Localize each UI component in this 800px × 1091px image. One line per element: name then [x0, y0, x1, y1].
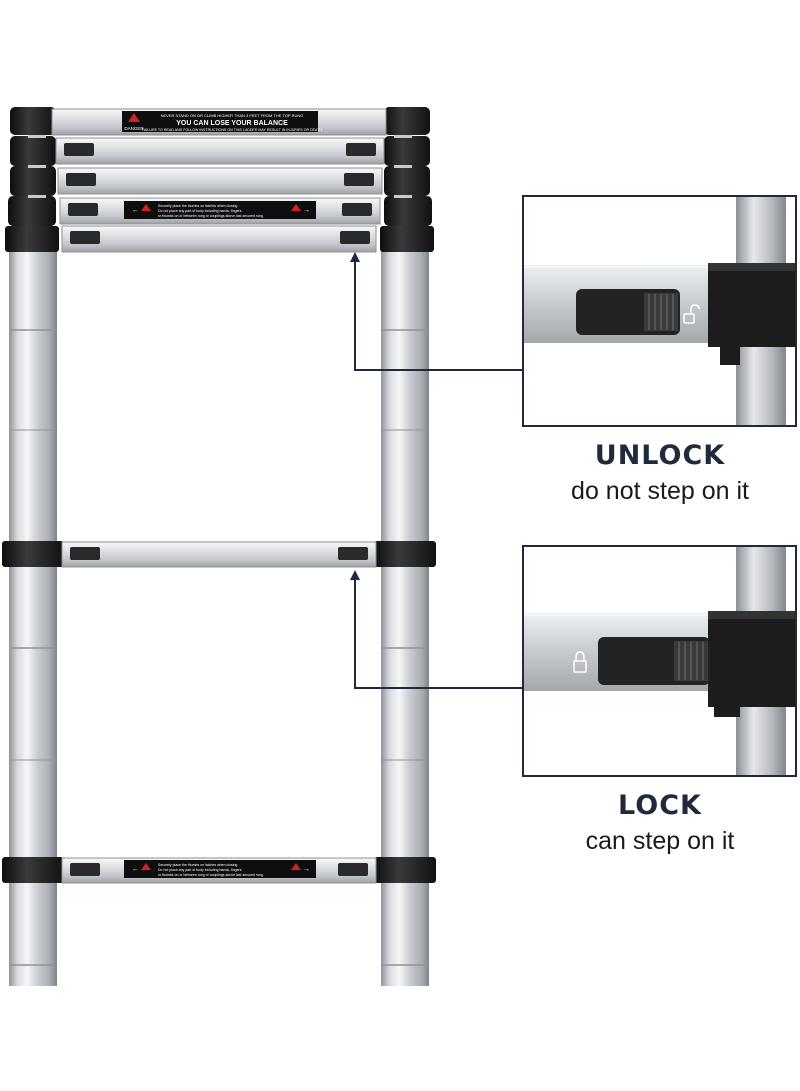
rung-warning-label: ← Securely place the thumbs on latches w…: [124, 201, 316, 219]
stacked-rung: [5, 225, 434, 253]
warning-tag: DANGER: [124, 126, 144, 131]
lock-leader-line: [350, 570, 522, 689]
lock-subtitle: can step on it: [585, 827, 735, 855]
stacked-rung: [10, 135, 430, 166]
top-warning-label: DANGER NEVER STAND ON OR CLIMB HIGHER TH…: [122, 111, 322, 132]
unlock-subtitle: do not step on it: [571, 477, 749, 505]
unlock-caption: UNLOCK do not step on it: [510, 440, 800, 506]
stacked-rung: [10, 165, 430, 196]
svg-text:YOU CAN LOSE YOUR BALANCE: YOU CAN LOSE YOUR BALANCE: [176, 120, 288, 127]
bottom-rung: ← Securely place the thumbs on latches w…: [2, 857, 436, 884]
svg-text:→: →: [303, 207, 310, 214]
stacked-rung-warning: ← Securely place the thumbs on latches w…: [8, 195, 432, 226]
latch-button: [576, 289, 680, 335]
svg-text:→: →: [303, 866, 310, 873]
svg-text:NEVER STAND ON OR CLIMB HIGHER: NEVER STAND ON OR CLIMB HIGHER THAN 3 FE…: [161, 113, 304, 118]
svg-text:FAILURE TO READ AND FOLLOW INS: FAILURE TO READ AND FOLLOW INSTRUCTIONS …: [142, 128, 322, 132]
unlock-title: UNLOCK: [594, 440, 726, 471]
svg-text:or thumbs on or between rung o: or thumbs on or between rung or coupling…: [158, 214, 264, 218]
unlock-zoom-box: [522, 195, 797, 427]
latch-button: [598, 637, 710, 685]
rung-warning-label: ← Securely place the thumbs on latches w…: [124, 860, 316, 878]
lock-caption: LOCK can step on it: [510, 790, 800, 856]
locked-padlock-icon: [573, 651, 587, 673]
unlock-leader-line: [350, 252, 522, 371]
svg-text:or thumbs on or between rung o: or thumbs on or between rung or coupling…: [158, 873, 264, 877]
svg-text:←: ←: [132, 207, 139, 214]
svg-text:Securely place the thumbs on l: Securely place the thumbs on latches whe…: [158, 863, 237, 867]
middle-rung: [2, 541, 436, 568]
lock-title: LOCK: [618, 790, 702, 821]
top-rung: DANGER NEVER STAND ON OR CLIMB HIGHER TH…: [10, 107, 430, 136]
svg-text:Do not place any part of body: Do not place any part of body including …: [158, 209, 242, 213]
collapsed-rung-stack: DANGER NEVER STAND ON OR CLIMB HIGHER TH…: [5, 107, 434, 253]
svg-text:←: ←: [132, 866, 139, 873]
svg-text:Do not place any part of body: Do not place any part of body including …: [158, 868, 242, 872]
unlocked-padlock-icon: [683, 304, 700, 324]
svg-text:Securely place the thumbs on l: Securely place the thumbs on latches whe…: [158, 204, 237, 208]
lock-zoom-box: [522, 545, 797, 777]
